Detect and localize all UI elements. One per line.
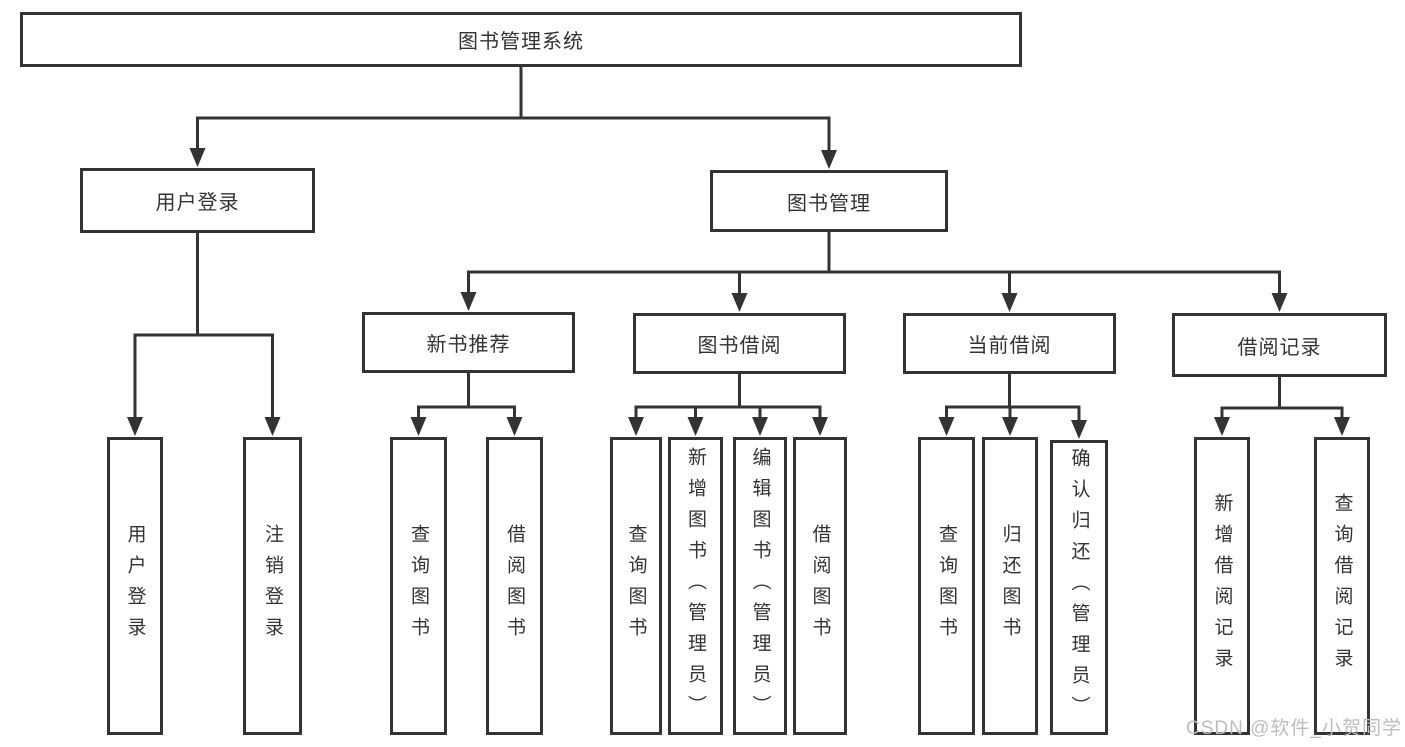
arrowhead-down-icon [1214, 417, 1230, 436]
node-leaf-query-borrow-record: 查询借阅记录 [1314, 437, 1370, 735]
node-leaf-borrow-book-2: 借阅图书 [793, 437, 847, 735]
node-label: 查询图书 [625, 524, 647, 648]
node-label: 编辑图书（管理员） [749, 446, 771, 726]
arrowhead-down-icon [1334, 417, 1350, 436]
node-label: 查询图书 [408, 524, 429, 648]
node-leaf-confirm-return: 确认归还（管理员） [1050, 440, 1108, 735]
node-leaf-logout: 注销登录 [243, 437, 302, 735]
arrowhead-down-icon [1001, 293, 1018, 312]
node-label: 新增图书（管理员） [685, 446, 706, 726]
arrowhead-down-icon [1071, 420, 1087, 439]
node-user-login: 用户登录 [80, 168, 315, 233]
arrowhead-down-icon [687, 417, 704, 436]
csdn-watermark: CSDN @软件_小贺同学 [1186, 718, 1402, 739]
node-new-book-rec: 新书推荐 [362, 312, 575, 373]
node-label: 新书推荐 [426, 334, 511, 356]
arrowhead-down-icon [821, 150, 837, 169]
node-label: 新增借阅记录 [1211, 493, 1233, 679]
node-label: 借阅记录 [1237, 336, 1322, 359]
arrowhead-down-icon [127, 417, 143, 436]
node-label: 注销登录 [262, 524, 283, 648]
node-leaf-query-book-1: 查询图书 [390, 437, 447, 735]
node-leaf-query-book-2: 查询图书 [610, 437, 662, 735]
arrowhead-down-icon [506, 417, 523, 436]
node-label: 借阅图书 [809, 524, 831, 648]
node-leaf-return-book: 归还图书 [982, 437, 1038, 735]
node-borrow-records: 借阅记录 [1172, 313, 1387, 377]
node-leaf-edit-book: 编辑图书（管理员） [733, 437, 787, 735]
node-label: 用户登录 [124, 524, 146, 648]
node-leaf-query-book-3: 查询图书 [918, 437, 975, 735]
node-label: 当前借阅 [967, 335, 1052, 357]
node-book-mgmt: 图书管理 [710, 170, 948, 232]
node-label: 查询借阅记录 [1331, 493, 1353, 679]
node-leaf-add-book: 新增图书（管理员） [668, 437, 723, 735]
node-label: 图书借阅 [697, 335, 782, 357]
node-label: 图书管理系统 [458, 31, 584, 53]
arrowhead-down-icon [812, 417, 828, 436]
node-root: 图书管理系统 [20, 12, 1022, 67]
arrowhead-down-icon [1002, 417, 1018, 436]
arrowhead-down-icon [264, 417, 281, 436]
node-leaf-user-login: 用户登录 [107, 437, 163, 735]
node-leaf-borrow-book-1: 借阅图书 [486, 437, 543, 735]
node-label: 图书管理 [787, 192, 871, 215]
arrowhead-down-icon [731, 293, 748, 312]
node-leaf-add-borrow-record: 新增借阅记录 [1194, 437, 1250, 735]
arrowhead-down-icon [1271, 293, 1288, 312]
node-label: 查询图书 [936, 524, 957, 648]
node-current-borrow: 当前借阅 [903, 313, 1116, 374]
node-label: 归还图书 [999, 524, 1021, 648]
arrowhead-down-icon [189, 148, 206, 167]
node-label: 确认归还（管理员） [1068, 448, 1090, 727]
node-book-borrow: 图书借阅 [633, 313, 846, 374]
arrowhead-down-icon [460, 292, 477, 311]
arrowhead-down-icon [938, 417, 955, 436]
arrowhead-down-icon [410, 417, 427, 436]
node-label: 用户登录 [155, 192, 240, 214]
node-label: 借阅图书 [504, 524, 525, 648]
arrowhead-down-icon [628, 417, 644, 436]
arrowhead-down-icon [752, 417, 768, 436]
